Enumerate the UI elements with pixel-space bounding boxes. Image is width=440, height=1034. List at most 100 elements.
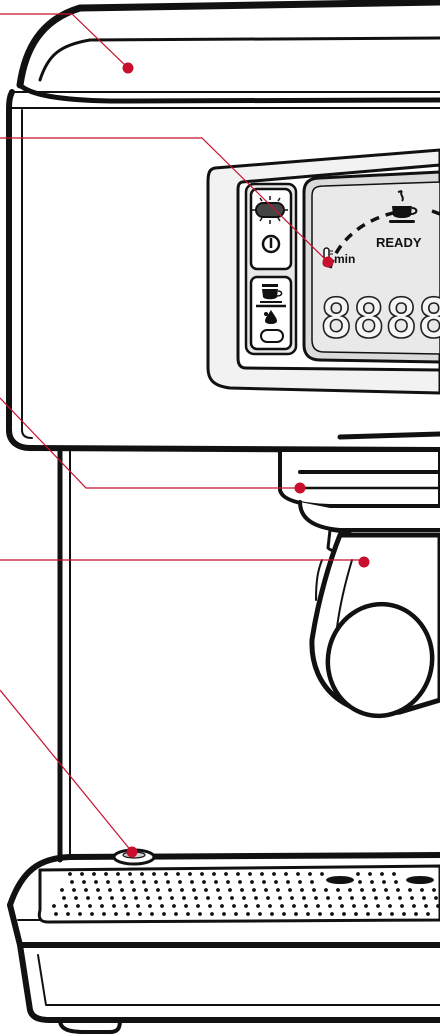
grate-hole [102, 912, 106, 916]
grate-hole [88, 904, 92, 908]
grate-hole [380, 872, 384, 876]
grate-hole [372, 888, 376, 892]
grate-hole [308, 872, 312, 876]
grate-hole [238, 880, 242, 884]
grate-hole [352, 904, 356, 908]
grate-hole [222, 912, 226, 916]
grate-hole [232, 904, 236, 908]
grate-hole [82, 880, 86, 884]
grate-hole [392, 872, 396, 876]
grate-hole [230, 896, 234, 900]
grate-hole [160, 904, 164, 908]
grate-hole [172, 904, 176, 908]
grate-hole [120, 888, 124, 892]
grate-hole [100, 904, 104, 908]
grate-hole [294, 912, 298, 916]
grate-hole [122, 896, 126, 900]
grate-hole [176, 872, 180, 876]
grate-hole [278, 896, 282, 900]
grate-hole [320, 872, 324, 876]
grate-hole [288, 888, 292, 892]
grate-hole [162, 912, 166, 916]
grate-hole [152, 872, 156, 876]
grate-hole [342, 912, 346, 916]
grate-hole [80, 872, 84, 876]
callout-line-group-head [0, 398, 300, 488]
grate-hole [384, 888, 388, 892]
callout-lines [0, 14, 364, 852]
grate-hole [280, 904, 284, 908]
grate-hole [254, 896, 258, 900]
grate-hole [108, 888, 112, 892]
grate-hole [136, 904, 140, 908]
grate-hole [84, 888, 88, 892]
temperature-min-label: min [334, 252, 355, 266]
callout-dot-portafilter [359, 557, 370, 568]
grate-hole [202, 880, 206, 884]
grate-hole [260, 872, 264, 876]
grate-hole [336, 888, 340, 892]
grate-hole [400, 904, 404, 908]
grate-hole [374, 896, 378, 900]
grate-hole [220, 904, 224, 908]
grate-hole [360, 888, 364, 892]
grate-hole [86, 896, 90, 900]
grate-hole [300, 888, 304, 892]
grate-hole [98, 896, 102, 900]
grate-hole [276, 888, 280, 892]
grate-hole [158, 896, 162, 900]
grate-hole [126, 912, 130, 916]
grate-hole [412, 904, 416, 908]
grate-hole [246, 912, 250, 916]
grate-hole [262, 880, 266, 884]
grate-hole [154, 880, 158, 884]
grate-hole [66, 912, 70, 916]
grate-hole [216, 888, 220, 892]
power-button[interactable] [251, 189, 291, 269]
callout-line-drip-tray-float [0, 690, 132, 852]
grate-hole [328, 904, 332, 908]
grate-hole [272, 872, 276, 876]
grate-hole [156, 888, 160, 892]
grate-hole [284, 872, 288, 876]
grate-hole [398, 896, 402, 900]
grate-hole [264, 888, 268, 892]
grate-hole [364, 904, 368, 908]
grate-hole [434, 896, 438, 900]
coffee-steam-button[interactable] [251, 277, 291, 349]
grate-hole [390, 912, 394, 916]
grate-hole [146, 896, 150, 900]
grate-hole [188, 872, 192, 876]
grate-hole [366, 912, 370, 916]
grate-hole [312, 888, 316, 892]
grate-hole [422, 896, 426, 900]
grate-hole [224, 872, 228, 876]
grate-hole [212, 872, 216, 876]
grate-hole [208, 904, 212, 908]
grate-hole [218, 896, 222, 900]
grate-hole [358, 880, 362, 884]
grate-hole [306, 912, 310, 916]
grate-hole [362, 896, 366, 900]
grate-hole [70, 880, 74, 884]
grate-hole [394, 880, 398, 884]
grate-hole [240, 888, 244, 892]
grate-hole [250, 880, 254, 884]
grate-hole [382, 880, 386, 884]
grate-hole [436, 904, 440, 908]
grate-hole [302, 896, 306, 900]
grate-hole [134, 896, 138, 900]
grate-hole [54, 912, 58, 916]
grate-hole [204, 888, 208, 892]
coffee-cup-icon [389, 206, 416, 223]
grate-hole [234, 912, 238, 916]
grate-hole [164, 872, 168, 876]
grate-hole [166, 880, 170, 884]
grate-hole [178, 880, 182, 884]
grate-hole [138, 912, 142, 916]
grate-hole [236, 872, 240, 876]
grate-hole [324, 888, 328, 892]
grate-hole [310, 880, 314, 884]
grate-hole [266, 896, 270, 900]
